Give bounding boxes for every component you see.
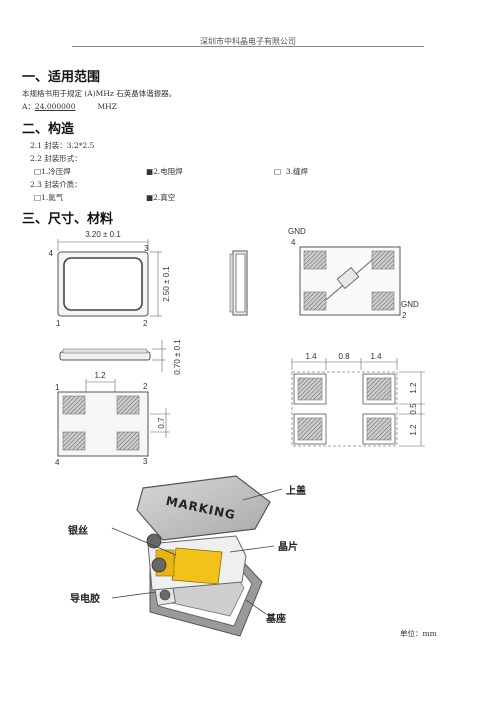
seal-option-1: □1.冷压焊 [34, 167, 71, 176]
exploded-view-drawing: MARKING 上盖 银丝 晶片 导电胶 基座 [68, 475, 306, 637]
lp-y1: 1.2 [409, 382, 418, 394]
pin-1-pad: 1 [55, 383, 60, 392]
frequency-unit: MHZ [97, 102, 117, 111]
section1-desc: 本规格书用于规定 (A)MHz 石英晶体谐振器。 [22, 89, 177, 98]
label-lid: 上盖 [286, 484, 306, 497]
lp-x3: 1.4 [370, 352, 382, 361]
lp-x2: 0.8 [338, 352, 350, 361]
land-pattern-drawing: 1.4 0.8 1.4 1.2 0.5 1.2 [291, 352, 425, 447]
gnd-top-label: GND [288, 227, 306, 236]
label-wire: 银丝 [68, 524, 88, 537]
pin-1-label: 1 [56, 319, 61, 328]
dim-pad-pitch: 1.2 [94, 371, 106, 380]
side-view-drawing [229, 250, 248, 316]
dim-height: 2.50 ± 0.1 [162, 266, 171, 302]
lp-y3: 1.2 [409, 424, 418, 436]
label-glue: 导电胶 [70, 592, 100, 605]
seal-option-3: □ 3.缝焊 [274, 167, 309, 176]
pin-2-label: 2 [143, 319, 148, 328]
frequency-prefix: A： [22, 102, 35, 111]
pin-3-pad: 3 [143, 457, 148, 466]
lp-y2: 0.5 [409, 403, 418, 415]
label-base: 基座 [265, 612, 286, 625]
label-chip: 晶片 [278, 540, 298, 553]
unit-note: 单位：mm [400, 629, 437, 638]
lp-x1: 1.4 [305, 352, 317, 361]
internal-view-drawing: GND 4 GND 2 [288, 227, 419, 320]
frequency-line: A：24.000000 MHZ [22, 101, 117, 112]
header-rule [72, 46, 424, 47]
package-size: 2.1 封装：3.2*2.5 [30, 141, 95, 150]
medium-label: 2.3 封装介质： [30, 180, 82, 189]
gnd-bottom-label: GND [401, 300, 419, 309]
frequency-value: 24.000000 [34, 102, 76, 111]
pad-view-drawing: 1.2 1 2 0.7 4 3 [55, 371, 170, 467]
profile-view-drawing: 0.70 ± 0.1 [59, 339, 182, 375]
pin-2-pad: 2 [143, 382, 148, 391]
company-header: 深圳市中科晶电子有限公司 [200, 37, 296, 46]
seal-type-label: 2.2 封装形式： [30, 154, 82, 163]
top-view-drawing: 3.20 ± 0.1 4 3 1 2 2.50 ± 0.1 [49, 230, 171, 328]
pin-3-label: 3 [144, 244, 149, 253]
dim-thickness: 0.70 ± 0.1 [173, 339, 182, 375]
dim-width: 3.20 ± 0.1 [85, 230, 121, 239]
medium-option-2: ■2.真空 [146, 193, 176, 202]
seal-option-2: ■2.电阻焊 [146, 167, 183, 176]
pin-4-internal: 4 [291, 238, 296, 247]
medium-option-1: □1.氮气 [34, 193, 64, 202]
pin-2-internal: 2 [402, 311, 407, 320]
dim-pad-len: 0.7 [157, 417, 166, 429]
pin-4-label: 4 [49, 249, 54, 258]
section2-title: 二、构造 [22, 122, 75, 137]
section1-title: 一、适用范围 [22, 70, 101, 85]
pin-4-pad: 4 [55, 458, 60, 467]
section3-title: 三、尺寸、材料 [22, 212, 114, 227]
